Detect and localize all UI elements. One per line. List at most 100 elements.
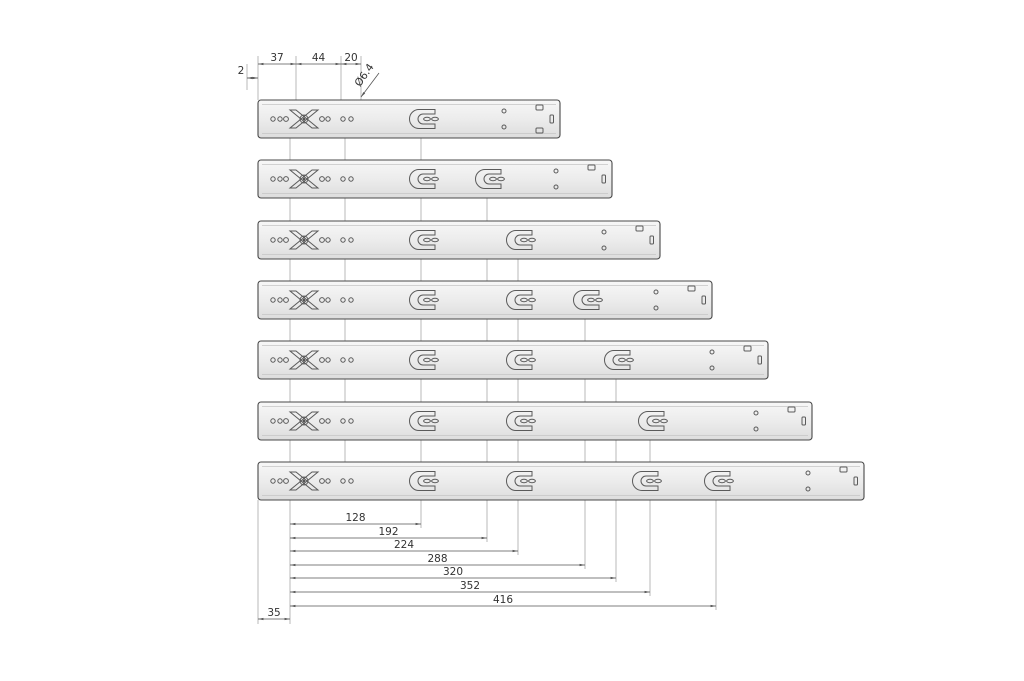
- end-notch: [601, 174, 606, 184]
- dimension: 37: [258, 52, 296, 66]
- mounting-hole: [805, 486, 811, 492]
- mounting-hole: [277, 237, 283, 243]
- slot-hole: [587, 297, 595, 303]
- hook-slot: [506, 350, 533, 370]
- detent-hole: [299, 476, 309, 486]
- dimension: 416: [290, 594, 716, 608]
- end-notch: [801, 416, 806, 426]
- slide-rail-5: [257, 340, 769, 380]
- slot-hole: [652, 418, 660, 424]
- slot-hole: [423, 237, 431, 243]
- detent-center: [302, 238, 306, 242]
- slide-rail-2: [257, 159, 613, 199]
- end-notch: [649, 235, 654, 245]
- dimension-label: 37: [270, 52, 283, 64]
- mounting-hole: [348, 418, 354, 424]
- mounting-hole: [348, 357, 354, 363]
- detent-center: [302, 358, 306, 362]
- end-slot: [687, 285, 696, 292]
- mounting-hole: [340, 297, 346, 303]
- slot-hole: [431, 418, 439, 424]
- hook-slot: [409, 290, 436, 310]
- dimension: 192: [290, 526, 487, 540]
- mounting-hole: [283, 237, 289, 243]
- mounting-hole: [319, 116, 325, 122]
- mounting-hole: [340, 418, 346, 424]
- slot-hole: [660, 418, 668, 424]
- slide-rail-6: [257, 401, 813, 441]
- rail-body: [257, 220, 661, 260]
- lance-stamp: [288, 109, 320, 129]
- dimension-label: 352: [460, 580, 480, 592]
- mounting-hole: [340, 116, 346, 122]
- slot-hole: [528, 357, 536, 363]
- lance-stamp: [288, 411, 320, 431]
- mounting-hole: [270, 418, 276, 424]
- hook-slot: [409, 230, 436, 250]
- slot-hole: [423, 418, 431, 424]
- hook-slot: [604, 350, 631, 370]
- mounting-hole: [325, 116, 331, 122]
- mounting-hole: [277, 478, 283, 484]
- end-slot: [535, 127, 544, 134]
- mounting-hole: [348, 478, 354, 484]
- lance-stamp: [288, 169, 320, 189]
- mounting-hole: [753, 410, 759, 416]
- mounting-hole: [501, 124, 507, 130]
- slot-hole: [528, 237, 536, 243]
- dimension: 128: [290, 512, 421, 526]
- dimension-label: 288: [427, 553, 447, 565]
- mounting-hole: [805, 470, 811, 476]
- slot-hole: [423, 478, 431, 484]
- hook-slot: [632, 471, 659, 491]
- detent-center: [302, 177, 306, 181]
- dimension-label: 320: [443, 566, 463, 578]
- mounting-hole: [325, 297, 331, 303]
- dimension-label: 128: [345, 512, 365, 524]
- dimension: 44: [296, 52, 341, 66]
- slot-hole: [431, 297, 439, 303]
- slot-hole: [423, 297, 431, 303]
- slot-hole: [431, 478, 439, 484]
- rail-body: [257, 340, 769, 380]
- slot-hole: [718, 478, 726, 484]
- hook-slot: [506, 411, 533, 431]
- end-notch: [549, 114, 554, 124]
- mounting-hole: [319, 237, 325, 243]
- detent-center: [302, 117, 306, 121]
- slot-hole: [528, 418, 536, 424]
- hook-slot: [409, 169, 436, 189]
- mounting-hole: [270, 478, 276, 484]
- lance-stamp: [288, 290, 320, 310]
- detent-center: [302, 479, 306, 483]
- hook-slot: [704, 471, 731, 491]
- slot-hole: [626, 357, 634, 363]
- mounting-hole: [270, 116, 276, 122]
- slide-rail-4: [257, 280, 713, 320]
- lance-stamp: [288, 350, 320, 370]
- hole-callout-label: Ø6.4: [352, 61, 376, 89]
- slot-hole: [423, 176, 431, 182]
- detent-hole: [299, 295, 309, 305]
- mounting-hole: [325, 478, 331, 484]
- slot-hole: [646, 478, 654, 484]
- mounting-hole: [348, 116, 354, 122]
- slot-hole: [497, 176, 505, 182]
- slot-hole: [654, 478, 662, 484]
- lance-stamp: [288, 290, 320, 310]
- detent-center: [302, 298, 306, 302]
- slot-hole: [489, 176, 497, 182]
- mounting-hole: [283, 357, 289, 363]
- slide-rail-3: [257, 220, 661, 260]
- slot-hole: [520, 478, 528, 484]
- mounting-hole: [319, 418, 325, 424]
- detent-hole: [299, 174, 309, 184]
- mounting-hole: [325, 237, 331, 243]
- mounting-hole: [325, 176, 331, 182]
- dimension-label: 2: [238, 65, 245, 77]
- slot-hole: [423, 116, 431, 122]
- mounting-hole: [553, 184, 559, 190]
- lance-stamp: [288, 471, 320, 491]
- end-slot: [535, 104, 544, 111]
- hook-slot: [409, 109, 436, 129]
